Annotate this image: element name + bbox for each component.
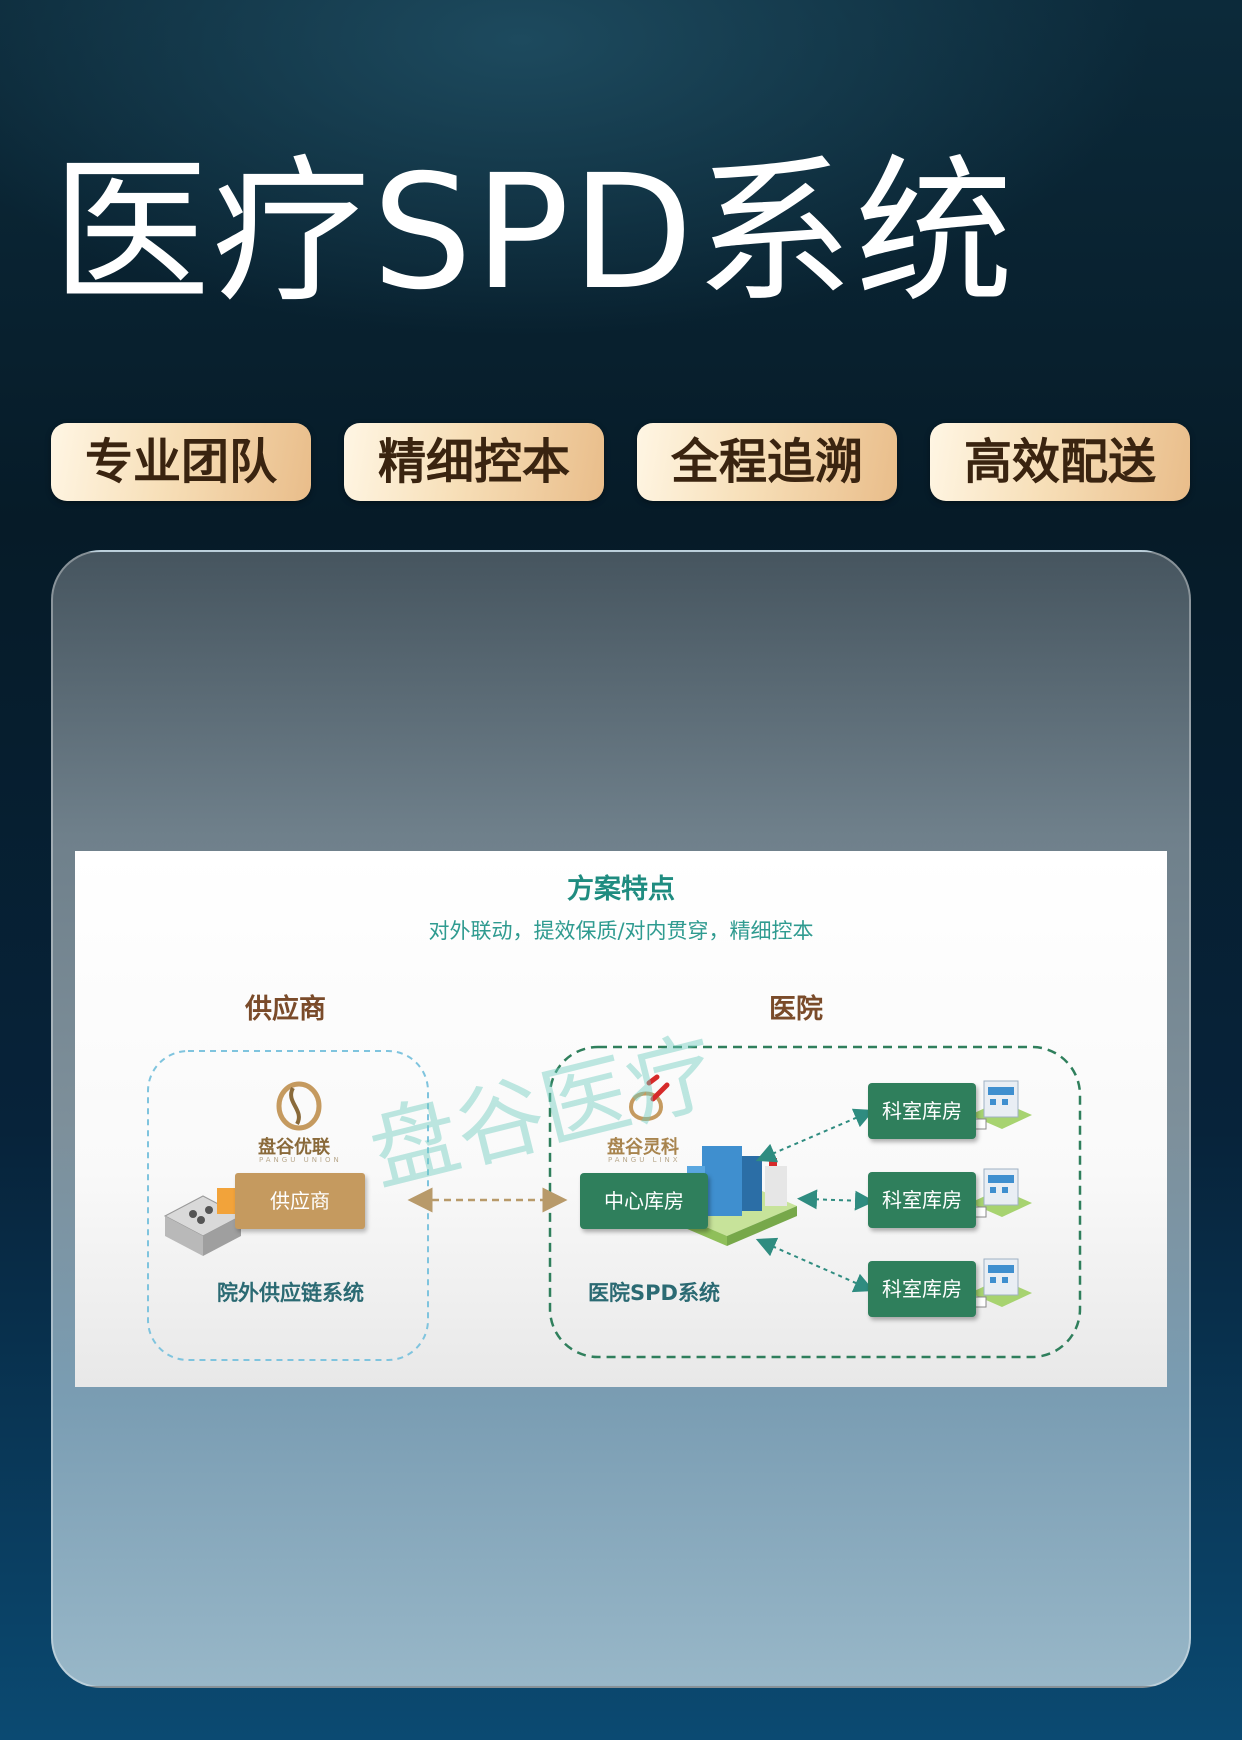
supplier-box: 供应商 (235, 1173, 365, 1229)
hospital-logo-sub: PANGU LINX (608, 1156, 681, 1164)
feature-tags: 专业团队 精细控本 全程追溯 高效配送 (51, 423, 1191, 501)
supplier-logo-name: 盘谷优联 (258, 1137, 330, 1158)
center-dept3-arrow (755, 1237, 875, 1293)
hospital-heading: 医院 (769, 994, 823, 1025)
department-warehouse-box-1: 科室库房 (868, 1083, 976, 1139)
hospital-caption: 医院SPD系统 (588, 1281, 720, 1305)
page-title: 医疗SPD系统 (52, 141, 1016, 325)
tag-efficient-delivery: 高效配送 (930, 423, 1190, 501)
solution-diagram: 方案特点 对外联动，提效保质/对内贯穿，精细控本 供应商 医院 盘谷优联 PAN… (75, 851, 1167, 1387)
hospital-logo-mark (628, 1074, 670, 1121)
center-dept1-arrow (755, 1108, 875, 1163)
department-building-1 (963, 1080, 1032, 1130)
supplier-logo-sub: PANGU UNION (259, 1156, 342, 1164)
central-warehouse-box: 中心库房 (580, 1173, 708, 1229)
supplier-logo-mark (276, 1081, 322, 1131)
department-warehouse-box-2: 科室库房 (868, 1172, 976, 1228)
hospital-logo-name: 盘谷灵科 (607, 1137, 679, 1158)
diagram-graphics (147, 1045, 1082, 1361)
supplier-caption: 院外供应链系统 (217, 1281, 364, 1305)
tag-cost-control: 精细控本 (344, 423, 604, 501)
diagram-title: 方案特点 (567, 874, 675, 905)
tag-full-traceability: 全程追溯 (637, 423, 897, 501)
supplier-heading: 供应商 (245, 994, 326, 1025)
diagram-subtitle: 对外联动，提效保质/对内贯穿，精细控本 (428, 919, 814, 943)
department-warehouse-box-3: 科室库房 (868, 1261, 976, 1317)
warehouse-illustration (163, 1188, 243, 1256)
center-dept2-arrow (797, 1189, 875, 1211)
tag-professional-team: 专业团队 (51, 423, 311, 501)
